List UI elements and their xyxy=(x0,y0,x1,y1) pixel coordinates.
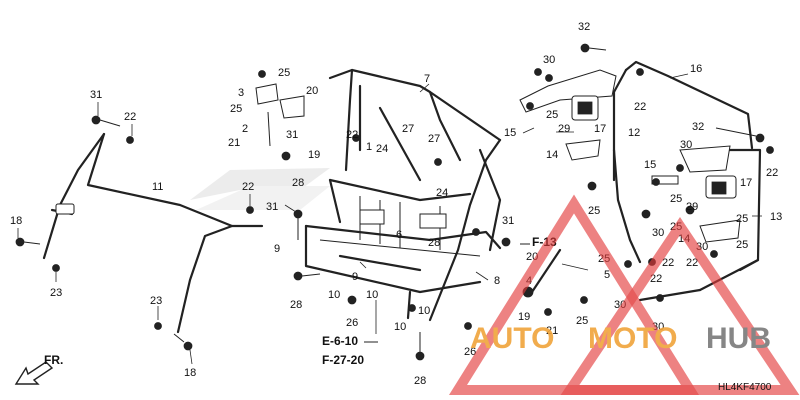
callout-15-a: 15 xyxy=(504,127,516,139)
callout-8: 8 xyxy=(494,275,500,287)
callout-14-a: 14 xyxy=(546,149,558,161)
callout-30-b: 30 xyxy=(680,139,692,151)
callout-22-b: 22 xyxy=(766,167,778,179)
watermark-text-hub: HUB xyxy=(706,322,771,355)
callout-25-b: 25 xyxy=(670,193,682,205)
callout-18-bottom: 18 xyxy=(184,367,196,379)
callout-28-bottom: 28 xyxy=(414,375,426,387)
callout-25-h: 25 xyxy=(576,315,588,327)
callout-22-e: 22 xyxy=(650,273,662,285)
callout-25-left: 25 xyxy=(230,103,242,115)
main-roll-cage xyxy=(328,68,502,322)
callout-22-mid: 22 xyxy=(346,129,358,141)
callout-6: 6 xyxy=(396,229,402,241)
callout-23-left: 23 xyxy=(50,287,62,299)
callout-10-a: 10 xyxy=(328,289,340,301)
callout-10-b: 10 xyxy=(366,289,378,301)
callout-17-a: 17 xyxy=(594,123,606,135)
callout-22-c: 22 xyxy=(662,257,674,269)
upper-brackets xyxy=(255,69,741,243)
callout-30-c: 30 xyxy=(652,227,664,239)
rear-left-tube xyxy=(530,148,642,294)
callout-25-f: 25 xyxy=(736,239,748,251)
callout-7: 7 xyxy=(424,73,430,85)
callout-24-a: 24 xyxy=(376,143,388,155)
callout-21-top: 21 xyxy=(228,137,240,149)
callout-23-bottom: 23 xyxy=(150,295,162,307)
callout-10-c: 10 xyxy=(394,321,406,333)
lower-frame xyxy=(304,178,502,320)
background-swoosh xyxy=(190,168,330,210)
callout-26-right: 26 xyxy=(464,346,476,358)
callout-1: 1 xyxy=(366,141,372,153)
callout-21-right: 21 xyxy=(546,325,558,337)
forward-arrow-icon xyxy=(14,361,54,385)
callout-28-left: 28 xyxy=(292,177,304,189)
callout-28-mid: 28 xyxy=(428,237,440,249)
callout-13: 13 xyxy=(770,211,782,223)
callout-31-mid: 31 xyxy=(266,201,278,213)
callout-29-a: 29 xyxy=(558,123,570,135)
callout-22-left-b: 22 xyxy=(242,181,254,193)
forward-direction-indicator: FR. xyxy=(14,353,63,385)
callout-19-top: 19 xyxy=(308,149,320,161)
callout-10-d: 10 xyxy=(418,305,430,317)
callout-20-top: 20 xyxy=(306,85,318,97)
callout-22-d: 22 xyxy=(686,257,698,269)
callout-28-lower: 28 xyxy=(290,299,302,311)
callout-17-b: 17 xyxy=(740,177,752,189)
callout-25-top: 25 xyxy=(278,67,290,79)
front-left-tube xyxy=(42,132,264,334)
callout-29-b: 29 xyxy=(686,201,698,213)
reference-f-27-20: F-27-20 xyxy=(322,353,364,367)
callout-22-a: 22 xyxy=(634,101,646,113)
reference-e-6-10: E-6-10 xyxy=(322,334,358,348)
leader-lines xyxy=(17,73,762,365)
callout-16: 16 xyxy=(690,63,702,75)
callout-15-b: 15 xyxy=(644,159,656,171)
callout-32-right: 32 xyxy=(692,121,704,133)
rear-upper-tube xyxy=(612,60,754,182)
callout-18-left: 18 xyxy=(10,215,22,227)
rear-right-tube xyxy=(638,148,762,302)
callout-26-mid: 26 xyxy=(346,317,358,329)
watermark-text-auto: AUTO xyxy=(470,322,554,355)
callout-11: 11 xyxy=(152,181,163,193)
callout-30-top: 30 xyxy=(543,54,555,66)
callout-27-b: 27 xyxy=(428,133,440,145)
callout-31-right: 31 xyxy=(502,215,514,227)
callout-27-a: 27 xyxy=(402,123,414,135)
callout-25-c: 25 xyxy=(736,213,748,225)
diagram-code: HL4KF4700 xyxy=(718,382,772,393)
callout-12: 12 xyxy=(628,127,640,139)
callout-22-left: 22 xyxy=(124,111,136,123)
callout-24-b: 24 xyxy=(436,187,448,199)
callout-25-d: 25 xyxy=(588,205,600,217)
forward-label: FR. xyxy=(44,353,63,367)
callout-9-a: 9 xyxy=(274,243,280,255)
callout-31-top: 31 xyxy=(286,129,298,141)
watermark-text-moto: MOTO xyxy=(588,322,677,355)
callout-9-b: 9 xyxy=(352,271,358,283)
callout-25-a: 25 xyxy=(546,109,558,121)
watermark-logo: AUTO MOTO HUB xyxy=(448,194,800,395)
callout-3: 3 xyxy=(238,87,244,99)
callout-31-left: 31 xyxy=(90,89,102,101)
bolt-glyphs xyxy=(15,43,774,361)
callout-19-right: 19 xyxy=(518,311,530,323)
callout-5: 5 xyxy=(604,269,610,281)
callout-2: 2 xyxy=(242,123,248,135)
callout-32-top: 32 xyxy=(578,21,590,33)
